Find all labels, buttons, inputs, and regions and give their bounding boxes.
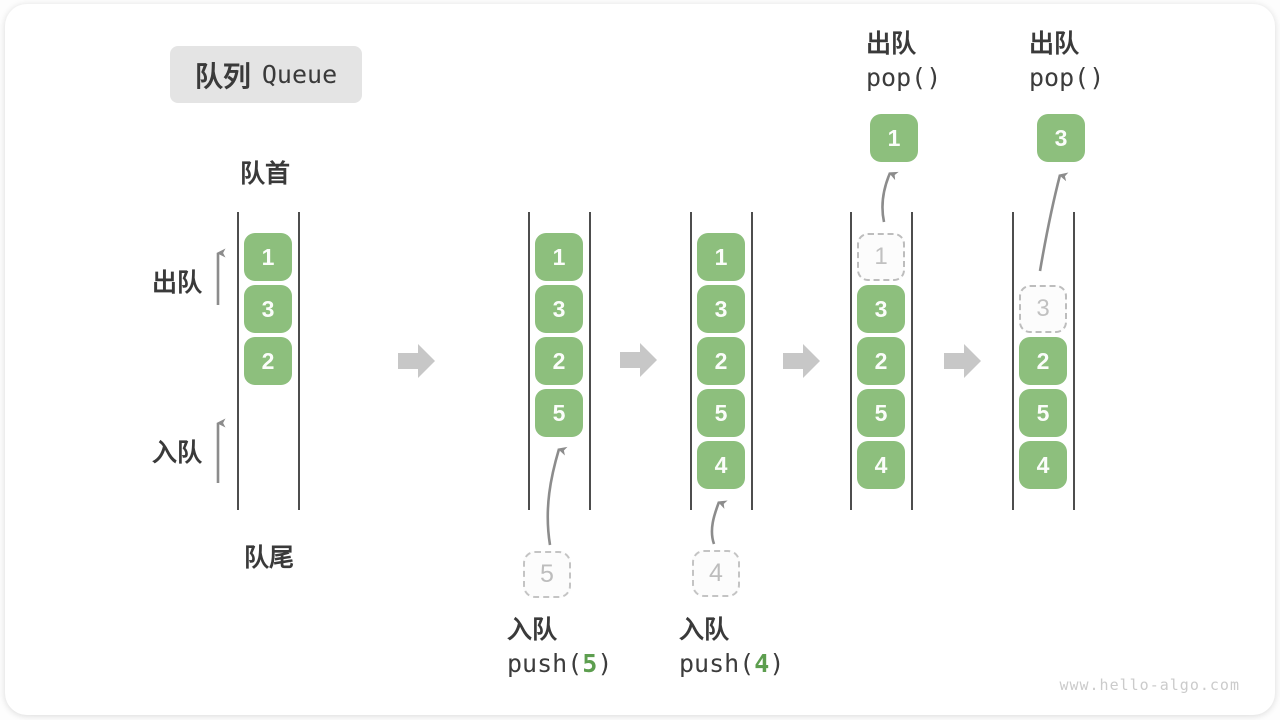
queue-item: 4 [697,441,745,489]
code-post: ) [597,649,613,678]
enqueue-op-code: push(4) [679,646,784,682]
code-pre: push( [507,649,583,678]
queue-item: 1 [697,233,745,281]
dequeue-op-label: 出队 pop() [866,28,941,96]
queue-column-wall [1073,212,1075,510]
queue-item: 3 [535,285,583,333]
queue-item: 1 [535,233,583,281]
enqueue-op-zh: 入队 [679,616,730,644]
queue-column-wall [1012,212,1014,510]
enqueue-ghost-item: 5 [523,551,571,598]
enqueue-op-zh: 入队 [507,616,558,644]
queue-item: 4 [857,441,905,489]
code-arg: 4 [754,649,770,678]
queue-column-wall [911,212,913,510]
title-badge: 队列 Queue [170,46,362,103]
queue-column-wall [237,212,239,510]
code-arg: 5 [582,649,598,678]
queue-item: 5 [857,389,905,437]
queue-item: 3 [857,285,905,333]
queue-column-wall [298,212,300,510]
queue-column-wall [751,212,753,510]
queue-item: 5 [697,389,745,437]
watermark: www.hello-algo.com [1059,676,1240,694]
queue-item-ghost: 1 [857,233,905,281]
queue-column-wall [690,212,692,510]
queue-item-ghost: 3 [1019,285,1067,333]
dequeued-item: 1 [870,114,918,162]
label-queue-front: 队首 [240,160,291,188]
queue-item: 5 [1019,389,1067,437]
queue-item: 2 [244,337,292,385]
stage-transition-arrow-icon [620,342,658,378]
dequeue-op-zh: 出队 [866,30,917,58]
queue-item: 2 [535,337,583,385]
title-zh: 队列 [194,60,251,92]
queue-item: 5 [535,389,583,437]
dequeue-op-zh: 出队 [1029,30,1080,58]
queue-item: 4 [1019,441,1067,489]
queue-column-wall [850,212,852,510]
dequeue-op-label: 出队 pop() [1029,28,1104,96]
enqueue-op-code: push(5) [507,646,612,682]
title-en: Queue [261,60,338,89]
label-queue-rear: 队尾 [244,544,295,572]
stage-transition-arrow-icon [783,343,821,379]
label-dequeue-side: 出队 [152,269,203,297]
stage-transition-arrow-icon [944,343,982,379]
code-pre: push( [679,649,755,678]
queue-item: 1 [244,233,292,281]
label-enqueue-side: 入队 [152,439,203,467]
queue-item: 3 [697,285,745,333]
queue-column-wall [589,212,591,510]
dequeued-item: 3 [1037,114,1085,162]
dequeue-op-code: pop() [866,63,942,92]
enqueue-ghost-item: 4 [692,550,740,597]
queue-column-wall [528,212,530,510]
queue-item: 3 [244,285,292,333]
queue-item: 2 [857,337,905,385]
stage-transition-arrow-icon [398,343,436,379]
dequeue-op-code: pop() [1029,63,1105,92]
queue-item: 2 [1019,337,1067,385]
queue-item: 2 [697,337,745,385]
code-post: ) [769,649,785,678]
